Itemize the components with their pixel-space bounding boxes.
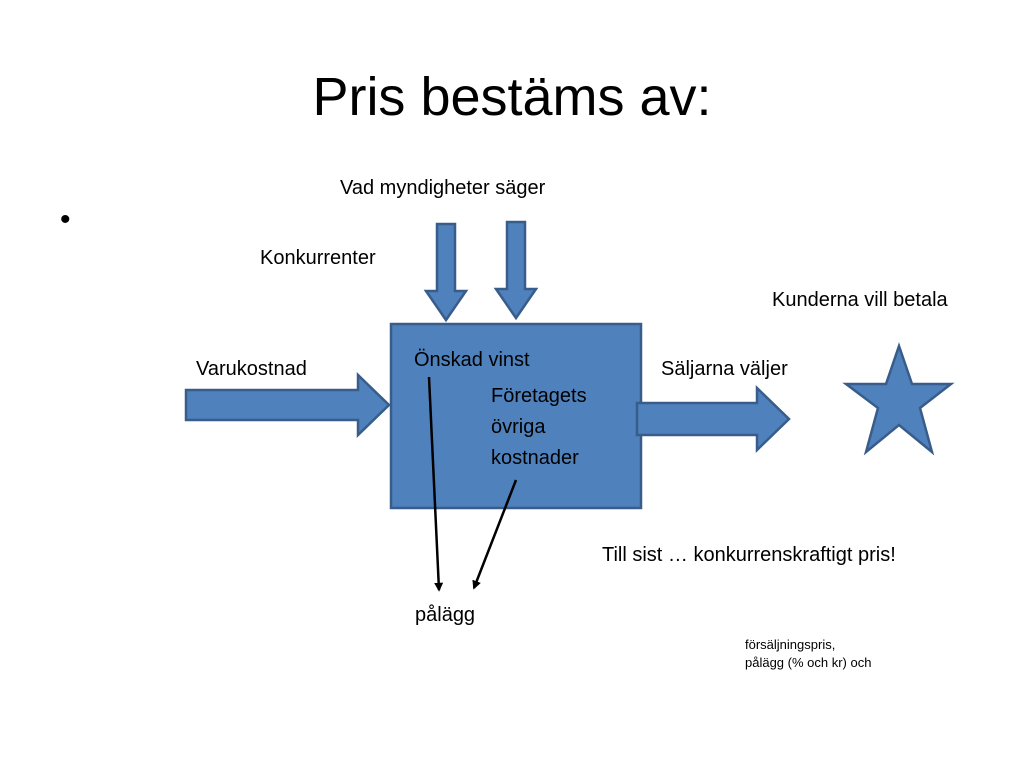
goods-cost-arrow [184,372,391,438]
slide-title: Pris bestäms av: [312,67,712,127]
competitors-label: Konkurrenter [260,247,376,269]
costs-to-markup-arrow [472,479,518,590]
footnote-text: försäljningspris, pålägg (% och kr) och [745,637,872,670]
down-arrow-right [493,220,539,321]
star-icon [842,342,955,456]
final-price-label: Till sist … konkurrenskraftigt pris! [602,544,896,566]
desired-profit-label: Önskad vinst [414,349,530,371]
bullet-point: • [60,203,71,236]
authorities-label: Vad myndigheter säger [340,177,546,199]
profit-to-markup-arrow [427,376,444,592]
other-costs-label: Företagets övriga kostnader [491,385,587,469]
sellers-label: Säljarna väljer [661,358,788,380]
customers-label: Kunderna vill betala [772,289,948,311]
markup-label: pålägg [415,604,476,626]
down-arrow-left [423,222,469,323]
sellers-arrow [635,385,791,453]
goods-cost-label: Varukostnad [196,358,307,380]
